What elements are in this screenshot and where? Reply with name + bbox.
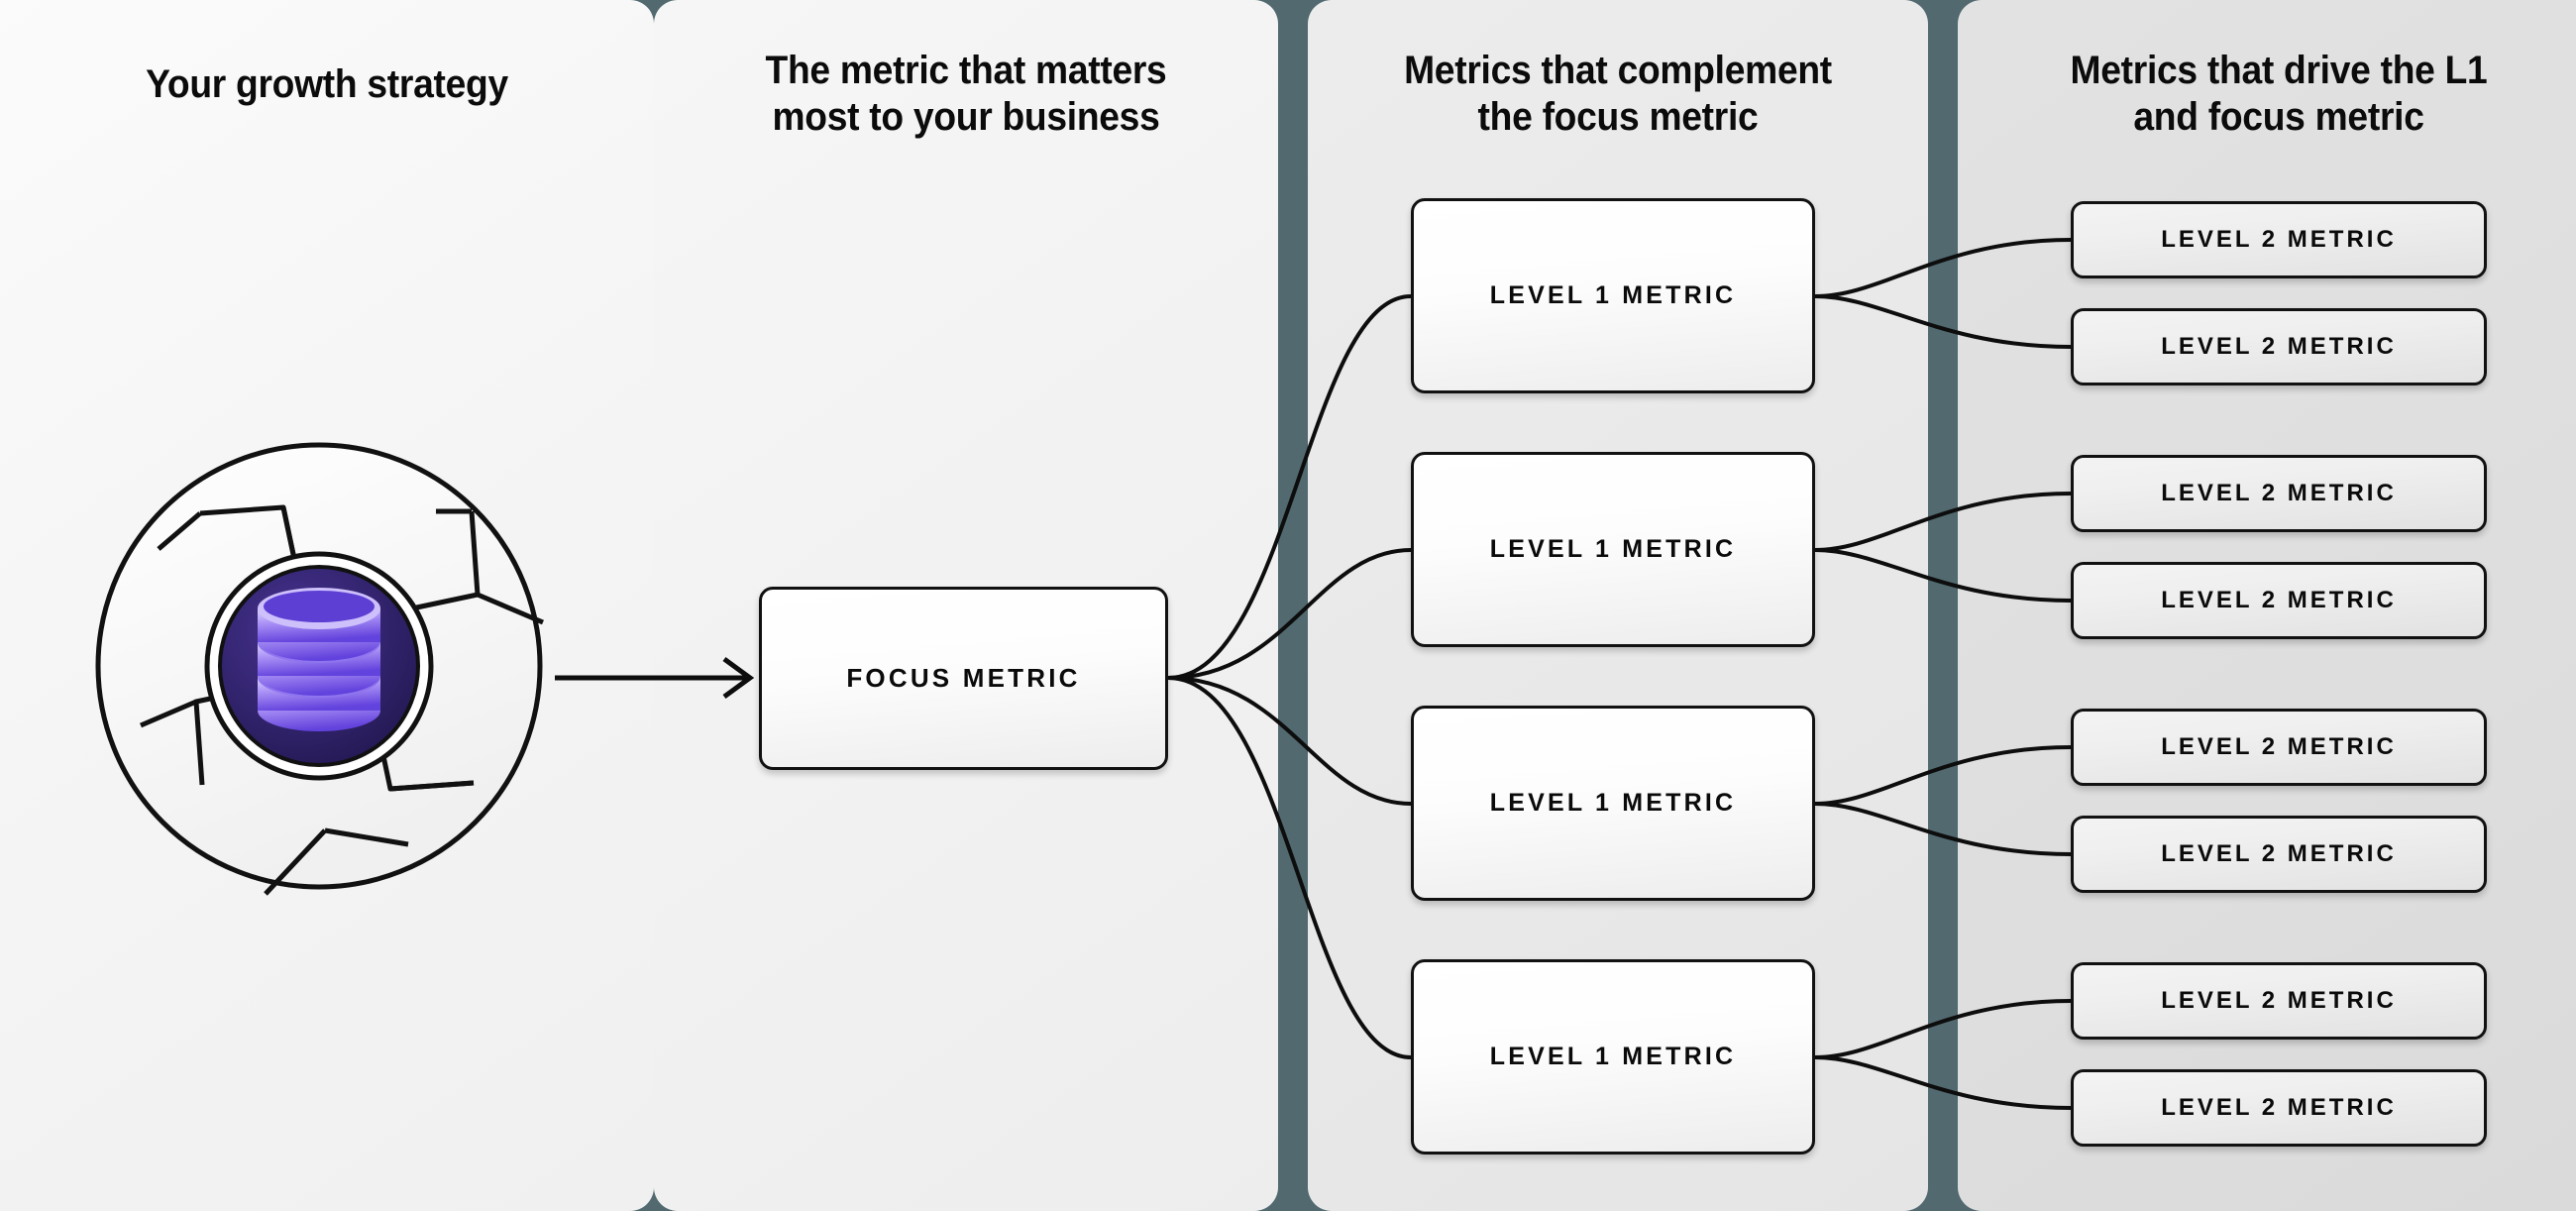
focus-metric-label: FOCUS METRIC bbox=[846, 663, 1081, 693]
level-1-metric-box[interactable]: LEVEL 1 METRIC bbox=[1411, 706, 1815, 901]
level-2-metric-label: LEVEL 2 METRIC bbox=[2161, 987, 2397, 1014]
column-heading-level-2: Metrics that drive the L1 and focus metr… bbox=[1981, 48, 2576, 141]
level-1-metric-box[interactable]: LEVEL 1 METRIC bbox=[1411, 959, 1815, 1155]
heading-line: and focus metric bbox=[2133, 95, 2424, 140]
level-1-metric-label: LEVEL 1 METRIC bbox=[1489, 1043, 1737, 1070]
heading-line: Your growth strategy bbox=[146, 62, 508, 106]
level-1-metric-label: LEVEL 1 METRIC bbox=[1489, 281, 1737, 309]
level-2-metric-box[interactable]: LEVEL 2 METRIC bbox=[2071, 709, 2487, 786]
heading-line: Metrics that drive the L1 bbox=[2070, 49, 2488, 92]
database-icon bbox=[258, 588, 380, 731]
level-1-metric-label: LEVEL 1 METRIC bbox=[1489, 535, 1737, 563]
level-2-metric-box[interactable]: LEVEL 2 METRIC bbox=[2071, 962, 2487, 1040]
level-2-metric-label: LEVEL 2 METRIC bbox=[2161, 840, 2397, 867]
focus-metric-box[interactable]: FOCUS METRIC bbox=[759, 587, 1168, 770]
level-1-metric-box[interactable]: LEVEL 1 METRIC bbox=[1411, 452, 1815, 647]
level-2-metric-box[interactable]: LEVEL 2 METRIC bbox=[2071, 1069, 2487, 1147]
level-2-metric-label: LEVEL 2 METRIC bbox=[2161, 480, 2397, 506]
level-2-metric-label: LEVEL 2 METRIC bbox=[2161, 733, 2397, 760]
level-2-metric-label: LEVEL 2 METRIC bbox=[2161, 333, 2397, 360]
level-2-metric-box[interactable]: LEVEL 2 METRIC bbox=[2071, 455, 2487, 532]
heading-line: Metrics that complement bbox=[1404, 49, 1832, 92]
level-1-metric-box[interactable]: LEVEL 1 METRIC bbox=[1411, 198, 1815, 393]
column-heading-focus-metric: The metric that matters most to your bus… bbox=[676, 48, 1256, 141]
heading-line: the focus metric bbox=[1477, 95, 1759, 140]
heading-line: The metric that matters bbox=[765, 49, 1167, 92]
aperture-database-logo bbox=[81, 428, 557, 904]
level-2-metric-label: LEVEL 2 METRIC bbox=[2161, 1094, 2397, 1121]
heading-line: most to your business bbox=[772, 95, 1160, 140]
level-2-metric-box[interactable]: LEVEL 2 METRIC bbox=[2071, 308, 2487, 385]
column-heading-level-1: Metrics that complement the focus metric bbox=[1330, 48, 1906, 141]
column-heading-growth-strategy: Your growth strategy bbox=[23, 61, 631, 108]
level-2-metric-box[interactable]: LEVEL 2 METRIC bbox=[2071, 201, 2487, 278]
level-2-metric-box[interactable]: LEVEL 2 METRIC bbox=[2071, 562, 2487, 639]
level-1-metric-label: LEVEL 1 METRIC bbox=[1489, 789, 1737, 817]
level-2-metric-label: LEVEL 2 METRIC bbox=[2161, 226, 2397, 253]
level-2-metric-box[interactable]: LEVEL 2 METRIC bbox=[2071, 816, 2487, 893]
level-2-metric-label: LEVEL 2 METRIC bbox=[2161, 587, 2397, 613]
